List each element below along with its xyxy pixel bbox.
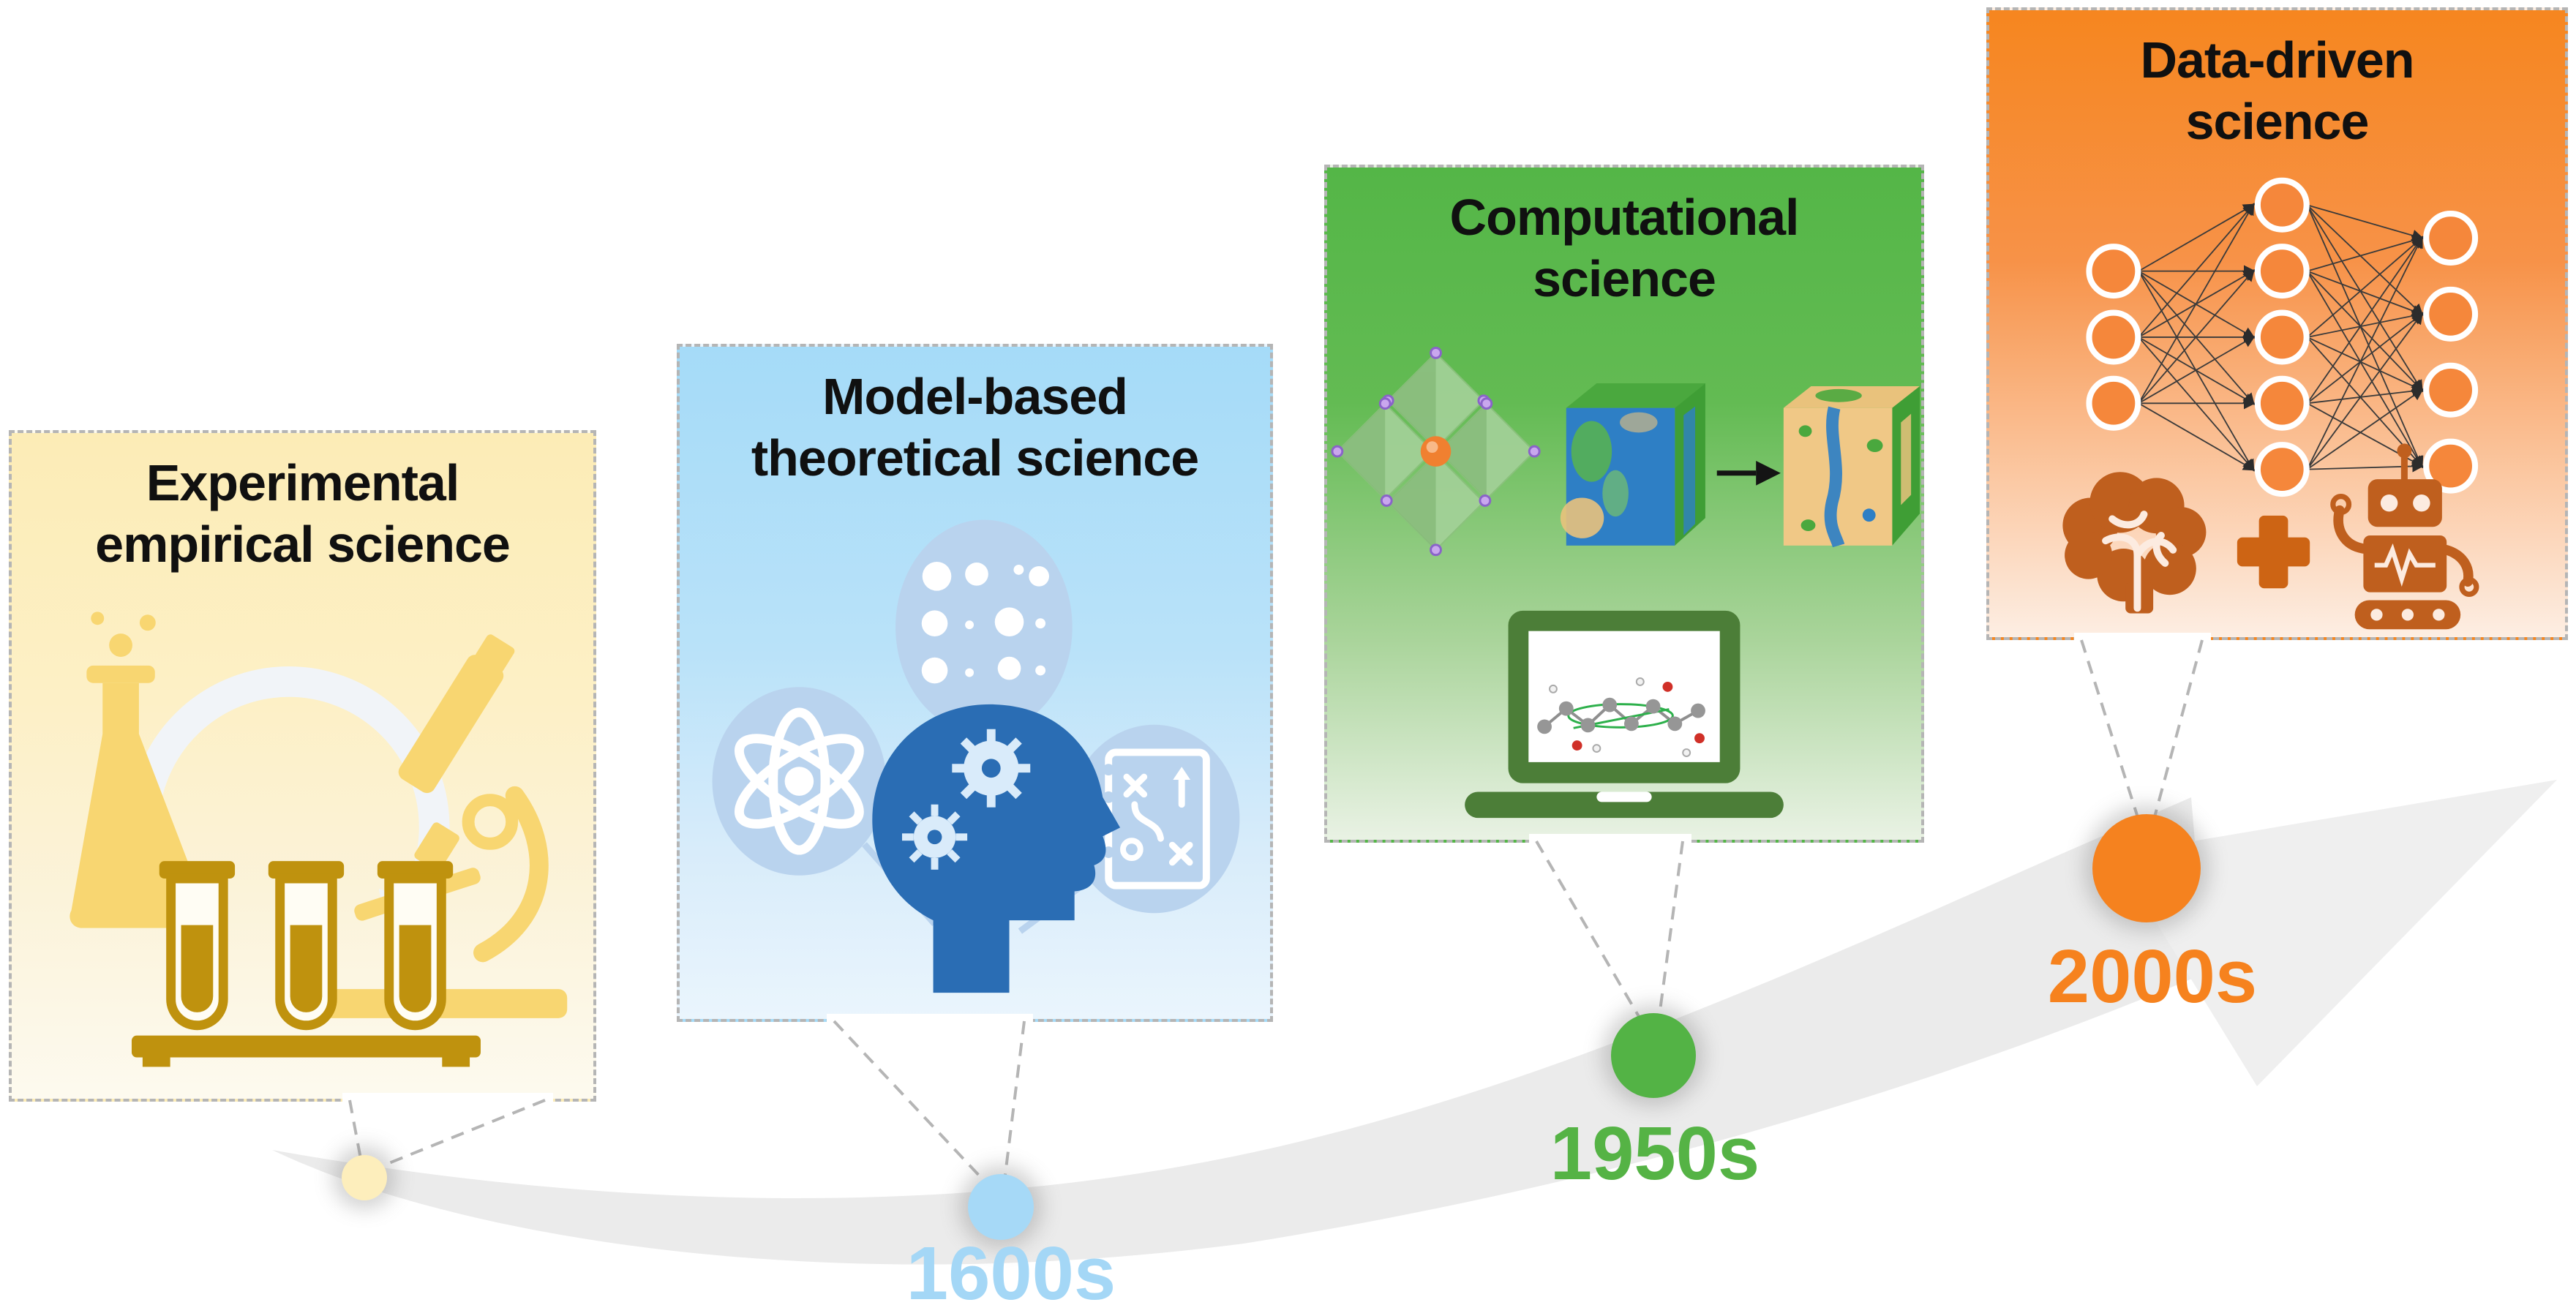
brain-icon <box>2062 471 2207 614</box>
data-driven-art <box>2062 177 2479 629</box>
thinking-head-gears-icon <box>872 704 1121 993</box>
theory-art <box>712 519 1240 993</box>
plus-icon <box>2237 515 2310 588</box>
molecule-on-screen <box>1537 677 1705 758</box>
year-label-1950s: 1950s <box>1550 1111 1760 1195</box>
test-tubes-icon <box>131 861 481 1067</box>
year-label-2000s: 2000s <box>2047 934 2258 1018</box>
timeline-arrowhead <box>2114 780 2557 1086</box>
microstructure-cubes-icon <box>1560 383 1920 548</box>
laptop-molecule-icon <box>1465 611 1784 819</box>
gear-icon <box>901 804 968 870</box>
cube-before <box>1560 383 1705 546</box>
timeline-dot-1950s <box>1611 1013 1696 1098</box>
robot-icon <box>2330 443 2479 629</box>
timeline-dot-experimental <box>342 1155 387 1200</box>
microscope-icon <box>323 634 568 1019</box>
year-label-1600s: 1600s <box>906 1231 1116 1305</box>
cube-after <box>1783 386 1920 548</box>
neural-network-icon <box>2086 177 2479 497</box>
simulation-arrow-icon <box>1716 461 1781 486</box>
molecule-dots-icon <box>921 562 1049 684</box>
timeline-dot-2000s <box>2092 814 2201 922</box>
timeline-band <box>272 797 2206 1265</box>
computational-art <box>1331 347 1920 819</box>
gear-icon <box>952 729 1031 808</box>
crystal-structure-icon <box>1331 347 1541 557</box>
experimental-art <box>70 612 568 1067</box>
atom-icon <box>734 707 864 855</box>
